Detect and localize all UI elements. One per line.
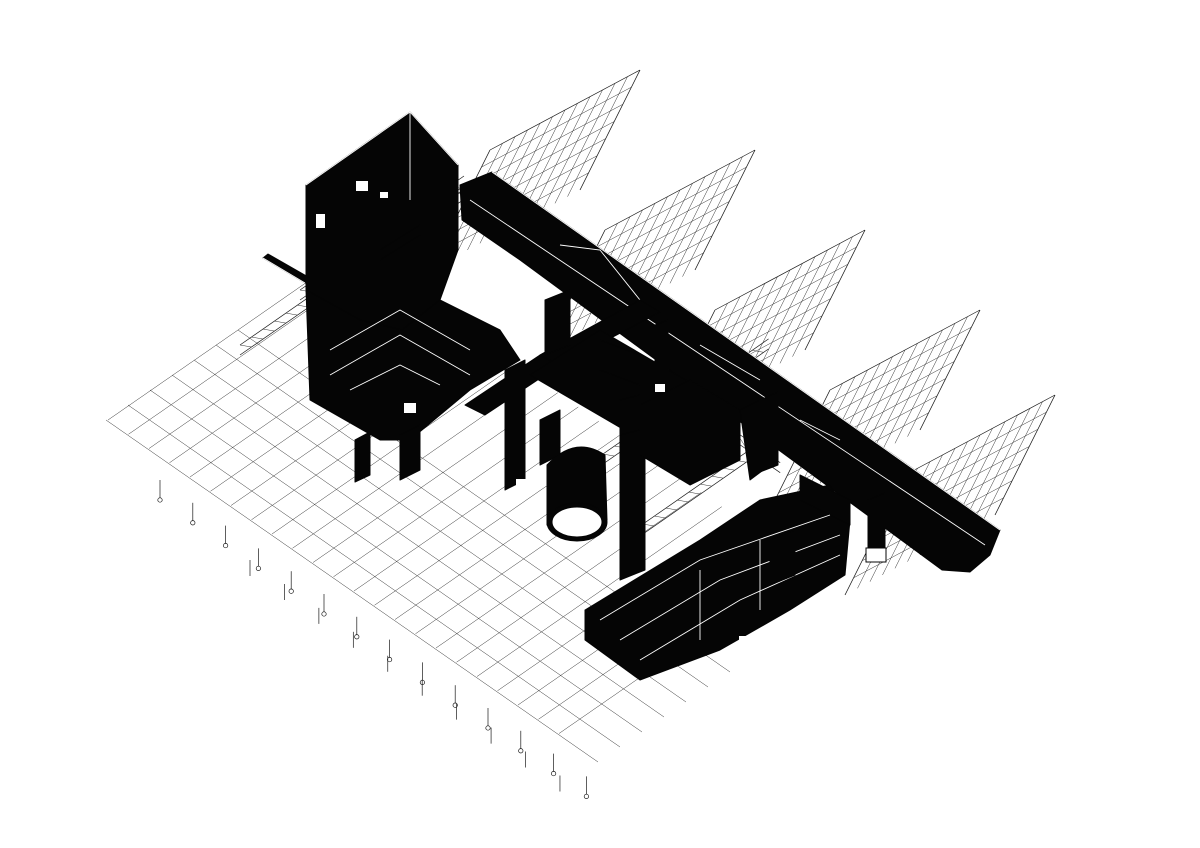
- linework-stroke: [723, 467, 735, 471]
- linework-stroke: [262, 328, 275, 332]
- column-foot: [452, 702, 458, 708]
- linework-stroke: [587, 184, 738, 265]
- linework-stroke: [714, 229, 866, 311]
- column-foot: [354, 634, 360, 640]
- column-foot: [288, 588, 294, 594]
- linework-stroke: [665, 507, 678, 511]
- linework-stroke: [754, 256, 816, 377]
- linework-stroke: [688, 491, 701, 495]
- diagonal-duct: [459, 171, 1001, 573]
- column-base: [655, 384, 665, 392]
- linework-stroke: [752, 350, 764, 353]
- linework-stroke: [812, 344, 963, 425]
- linework-stroke: [792, 236, 853, 357]
- linework-stroke: [969, 408, 1031, 529]
- column-foot: [518, 748, 524, 754]
- linework-stroke: [105, 419, 599, 763]
- linework-stroke: [481, 86, 632, 168]
- column-base: [865, 547, 887, 563]
- column-base: [516, 479, 530, 489]
- linework-stroke: [882, 329, 943, 451]
- linework-stroke: [779, 243, 841, 364]
- cylinder: [546, 446, 608, 542]
- central-frame: [464, 289, 779, 581]
- linework-stroke: [677, 499, 689, 503]
- linework-stroke: [542, 89, 603, 211]
- linework-stroke: [127, 404, 621, 748]
- linework-stroke: [706, 246, 857, 328]
- window-opening: [380, 192, 388, 198]
- linework-stroke: [682, 156, 743, 277]
- linework-stroke: [919, 309, 981, 431]
- linework-stroke: [442, 392, 558, 473]
- column-foot: [321, 611, 327, 617]
- black-massing: [262, 111, 1001, 681]
- linework-stroke: [821, 326, 972, 408]
- linework-stroke: [700, 483, 712, 487]
- linework-stroke: [767, 249, 828, 371]
- column-foot: [255, 565, 261, 571]
- linework-stroke: [644, 176, 706, 297]
- linework-stroke: [657, 169, 718, 291]
- linework-stroke: [604, 149, 756, 231]
- linework-stroke: [669, 163, 731, 284]
- column-foot: [551, 771, 557, 777]
- linework-stroke: [894, 323, 956, 444]
- linework-stroke: [285, 312, 298, 316]
- linework-stroke: [907, 316, 968, 437]
- linework-stroke: [251, 336, 264, 340]
- tower-block: [262, 111, 521, 441]
- linework-stroke: [489, 69, 641, 151]
- linework-stroke: [829, 309, 981, 391]
- lower-block: [354, 224, 887, 681]
- column-base: [739, 636, 751, 645]
- linework-stroke: [171, 374, 665, 718]
- linework-stroke: [994, 394, 1056, 516]
- linework-stroke: [567, 76, 628, 197]
- linework-stroke: [239, 344, 252, 348]
- column-base: [404, 403, 416, 413]
- linework-stroke: [694, 149, 756, 271]
- linework-stroke: [554, 83, 616, 204]
- column-foot: [583, 793, 589, 799]
- column-foot: [157, 497, 163, 503]
- linework-stroke: [711, 475, 724, 479]
- linework-stroke: [579, 69, 641, 191]
- linework-stroke: [869, 336, 931, 457]
- column-foot: [223, 543, 229, 549]
- linework-stroke: [982, 401, 1043, 522]
- linework-stroke: [654, 515, 666, 519]
- window-opening: [356, 181, 368, 191]
- linework-stroke: [596, 166, 747, 248]
- column-foot: [485, 725, 491, 731]
- column-foot: [190, 520, 196, 526]
- linework-stroke: [904, 394, 1056, 476]
- linework-stroke: [804, 229, 866, 351]
- linework-stroke: [697, 264, 848, 345]
- linework-stroke: [274, 320, 286, 324]
- linework-stroke: [529, 96, 591, 217]
- linework-stroke: [149, 389, 643, 733]
- column-foot: [387, 657, 393, 663]
- linework-stroke: [472, 104, 623, 185]
- window-opening: [316, 214, 325, 228]
